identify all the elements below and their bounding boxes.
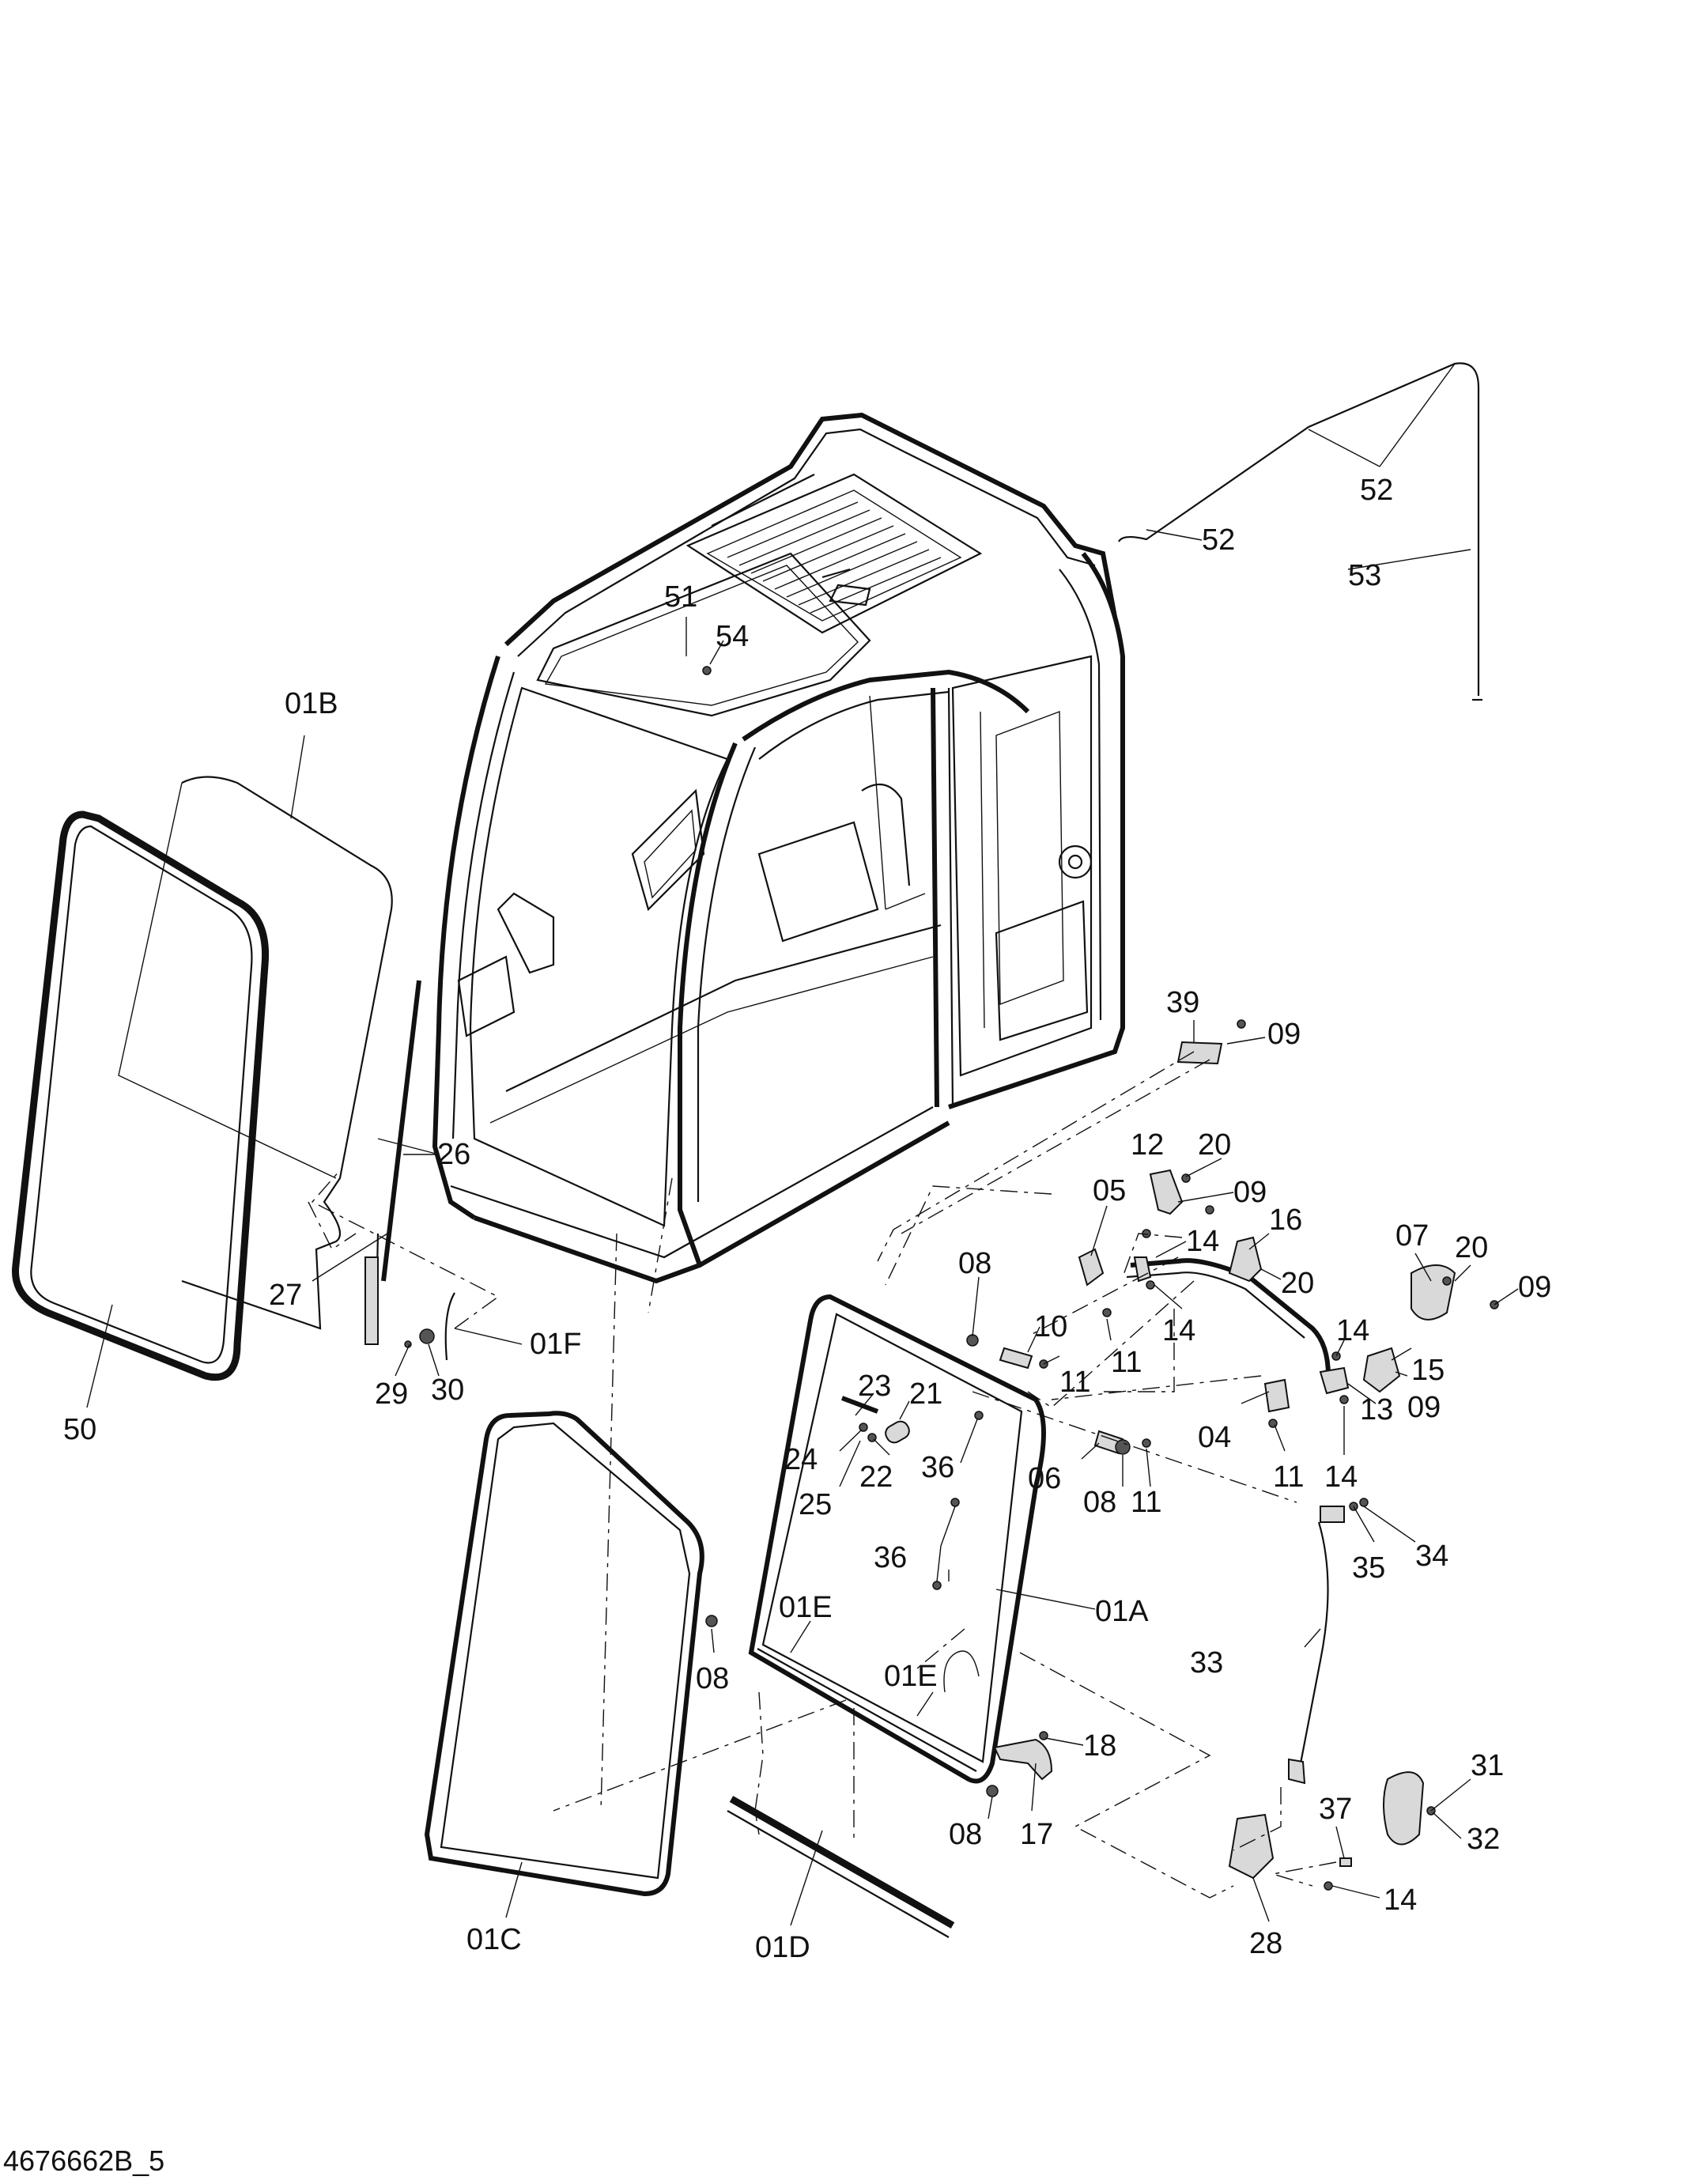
callout-14: 14 [1324,1460,1358,1494]
callout-18: 18 [1083,1729,1116,1763]
callout-04: 04 [1198,1421,1231,1454]
callout-08: 08 [696,1662,729,1695]
callout-39: 39 [1166,986,1199,1019]
callout-51: 51 [664,580,697,614]
callout-14: 14 [1162,1314,1195,1347]
callout-52: 52 [1360,474,1393,507]
callout-09: 09 [1407,1391,1441,1424]
callout-01C: 01C [466,1923,522,1956]
callout-20: 20 [1198,1128,1231,1162]
callout-22: 22 [859,1460,893,1494]
callout-27: 27 [269,1279,302,1312]
callout-34: 34 [1415,1540,1448,1573]
seal-50 [12,810,270,1381]
callout-08: 08 [1083,1486,1116,1519]
callout-36: 36 [874,1541,907,1574]
cab-frame [432,412,1125,1284]
callout-07: 07 [1395,1219,1429,1253]
wiper-assembly [364,980,455,1361]
callout-29: 29 [375,1377,408,1411]
callout-33: 33 [1190,1646,1223,1680]
callout-20: 20 [1455,1231,1488,1264]
glass-01C [424,1411,704,1897]
callout-36: 36 [921,1451,954,1484]
callout-01E: 01E [884,1660,938,1693]
callout-14: 14 [1186,1225,1219,1258]
callout-09: 09 [1518,1271,1551,1304]
callout-01D: 01D [755,1931,810,1964]
callout-16: 16 [1269,1203,1302,1237]
callout-25: 25 [799,1488,832,1521]
callout-11: 11 [1273,1460,1304,1494]
callout-01F: 01F [530,1328,581,1361]
callout-09: 09 [1233,1176,1267,1209]
callout-35: 35 [1352,1551,1385,1585]
callout-08: 08 [958,1247,991,1280]
small-parts [702,666,1499,1891]
callout-21: 21 [909,1377,942,1411]
leader-lines [86,363,1519,1926]
antenna-cable [1118,362,1482,701]
document-id: 4676662B_5 [3,2144,165,2177]
callout-17: 17 [1020,1818,1053,1851]
callout-06: 06 [1028,1462,1061,1495]
callout-32: 32 [1467,1823,1500,1856]
callout-26: 26 [437,1138,470,1171]
callout-13: 13 [1360,1393,1393,1426]
callout-11: 11 [1131,1486,1161,1519]
callout-14: 14 [1384,1884,1417,1917]
callout-01B: 01B [285,687,338,720]
glass-01B [118,776,393,1330]
callout-01E: 01E [779,1591,833,1624]
callout-12: 12 [1131,1128,1164,1162]
callout-53: 53 [1348,559,1381,592]
callout-52: 52 [1202,523,1235,557]
callout-05: 05 [1093,1174,1126,1207]
assembly-lines [308,1051,1337,1899]
callout-31: 31 [1471,1749,1504,1782]
callout-11: 11 [1111,1346,1142,1379]
callout-23: 23 [858,1370,891,1403]
callout-20: 20 [1281,1267,1314,1300]
callout-15: 15 [1411,1354,1445,1387]
door-frame-01A [748,1294,1046,1784]
callout-labels: 52 52 53 51 54 01B 50 26 27 29 30 01F 39… [63,474,1551,1964]
callout-09: 09 [1267,1018,1301,1051]
callout-08: 08 [949,1818,982,1851]
callout-01A: 01A [1095,1595,1149,1628]
door-rail-01D [727,1796,955,1938]
callout-14: 14 [1336,1314,1369,1347]
callout-11: 11 [1059,1366,1090,1399]
callout-30: 30 [431,1374,464,1407]
callout-54: 54 [716,620,749,653]
callout-37: 37 [1319,1793,1352,1826]
callout-24: 24 [784,1443,818,1476]
callout-50: 50 [63,1413,96,1446]
callout-28: 28 [1249,1927,1282,1960]
callout-10: 10 [1034,1310,1067,1343]
